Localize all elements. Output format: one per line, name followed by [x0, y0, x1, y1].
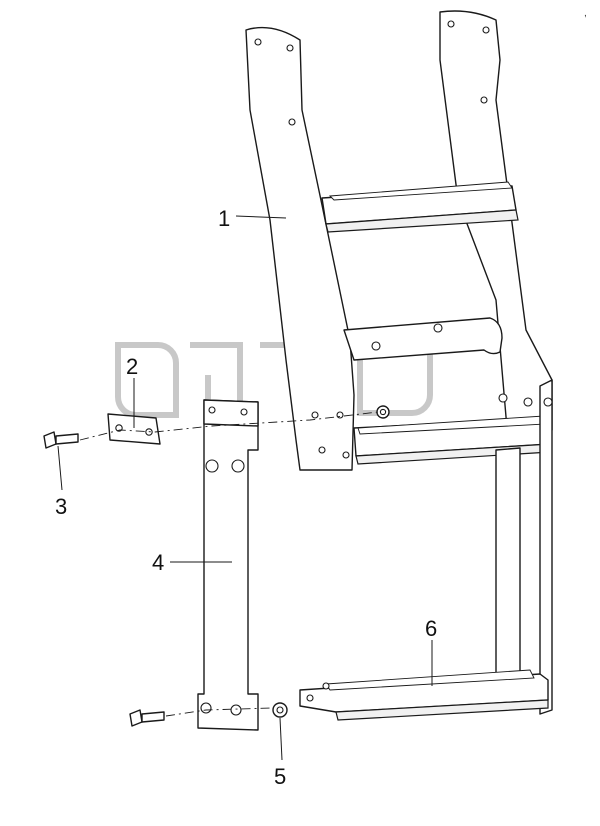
callout-2: 2: [126, 354, 138, 379]
callout-1: 1: [218, 206, 230, 231]
leader-lines: [57, 215, 433, 761]
corner-tick: ,: [584, 8, 587, 19]
assembly-axes: [79, 411, 379, 717]
bolt-lower: [129, 709, 165, 727]
ladder-frame: [245, 10, 553, 721]
long-bracket: [197, 399, 259, 731]
upper-step: [321, 181, 519, 233]
small-plate: [107, 413, 161, 445]
callout-labels: 1 2 3 4 5 6: [55, 206, 437, 789]
callout-5: 5: [274, 764, 286, 789]
handle-bar: [343, 317, 503, 361]
middle-step: [353, 415, 551, 465]
callout-3: 3: [55, 494, 67, 519]
bottom-step: [299, 669, 549, 721]
callout-4: 4: [152, 550, 164, 575]
washer-nut: [272, 405, 390, 718]
bolt-upper: [43, 431, 79, 449]
callout-6: 6: [425, 616, 437, 641]
